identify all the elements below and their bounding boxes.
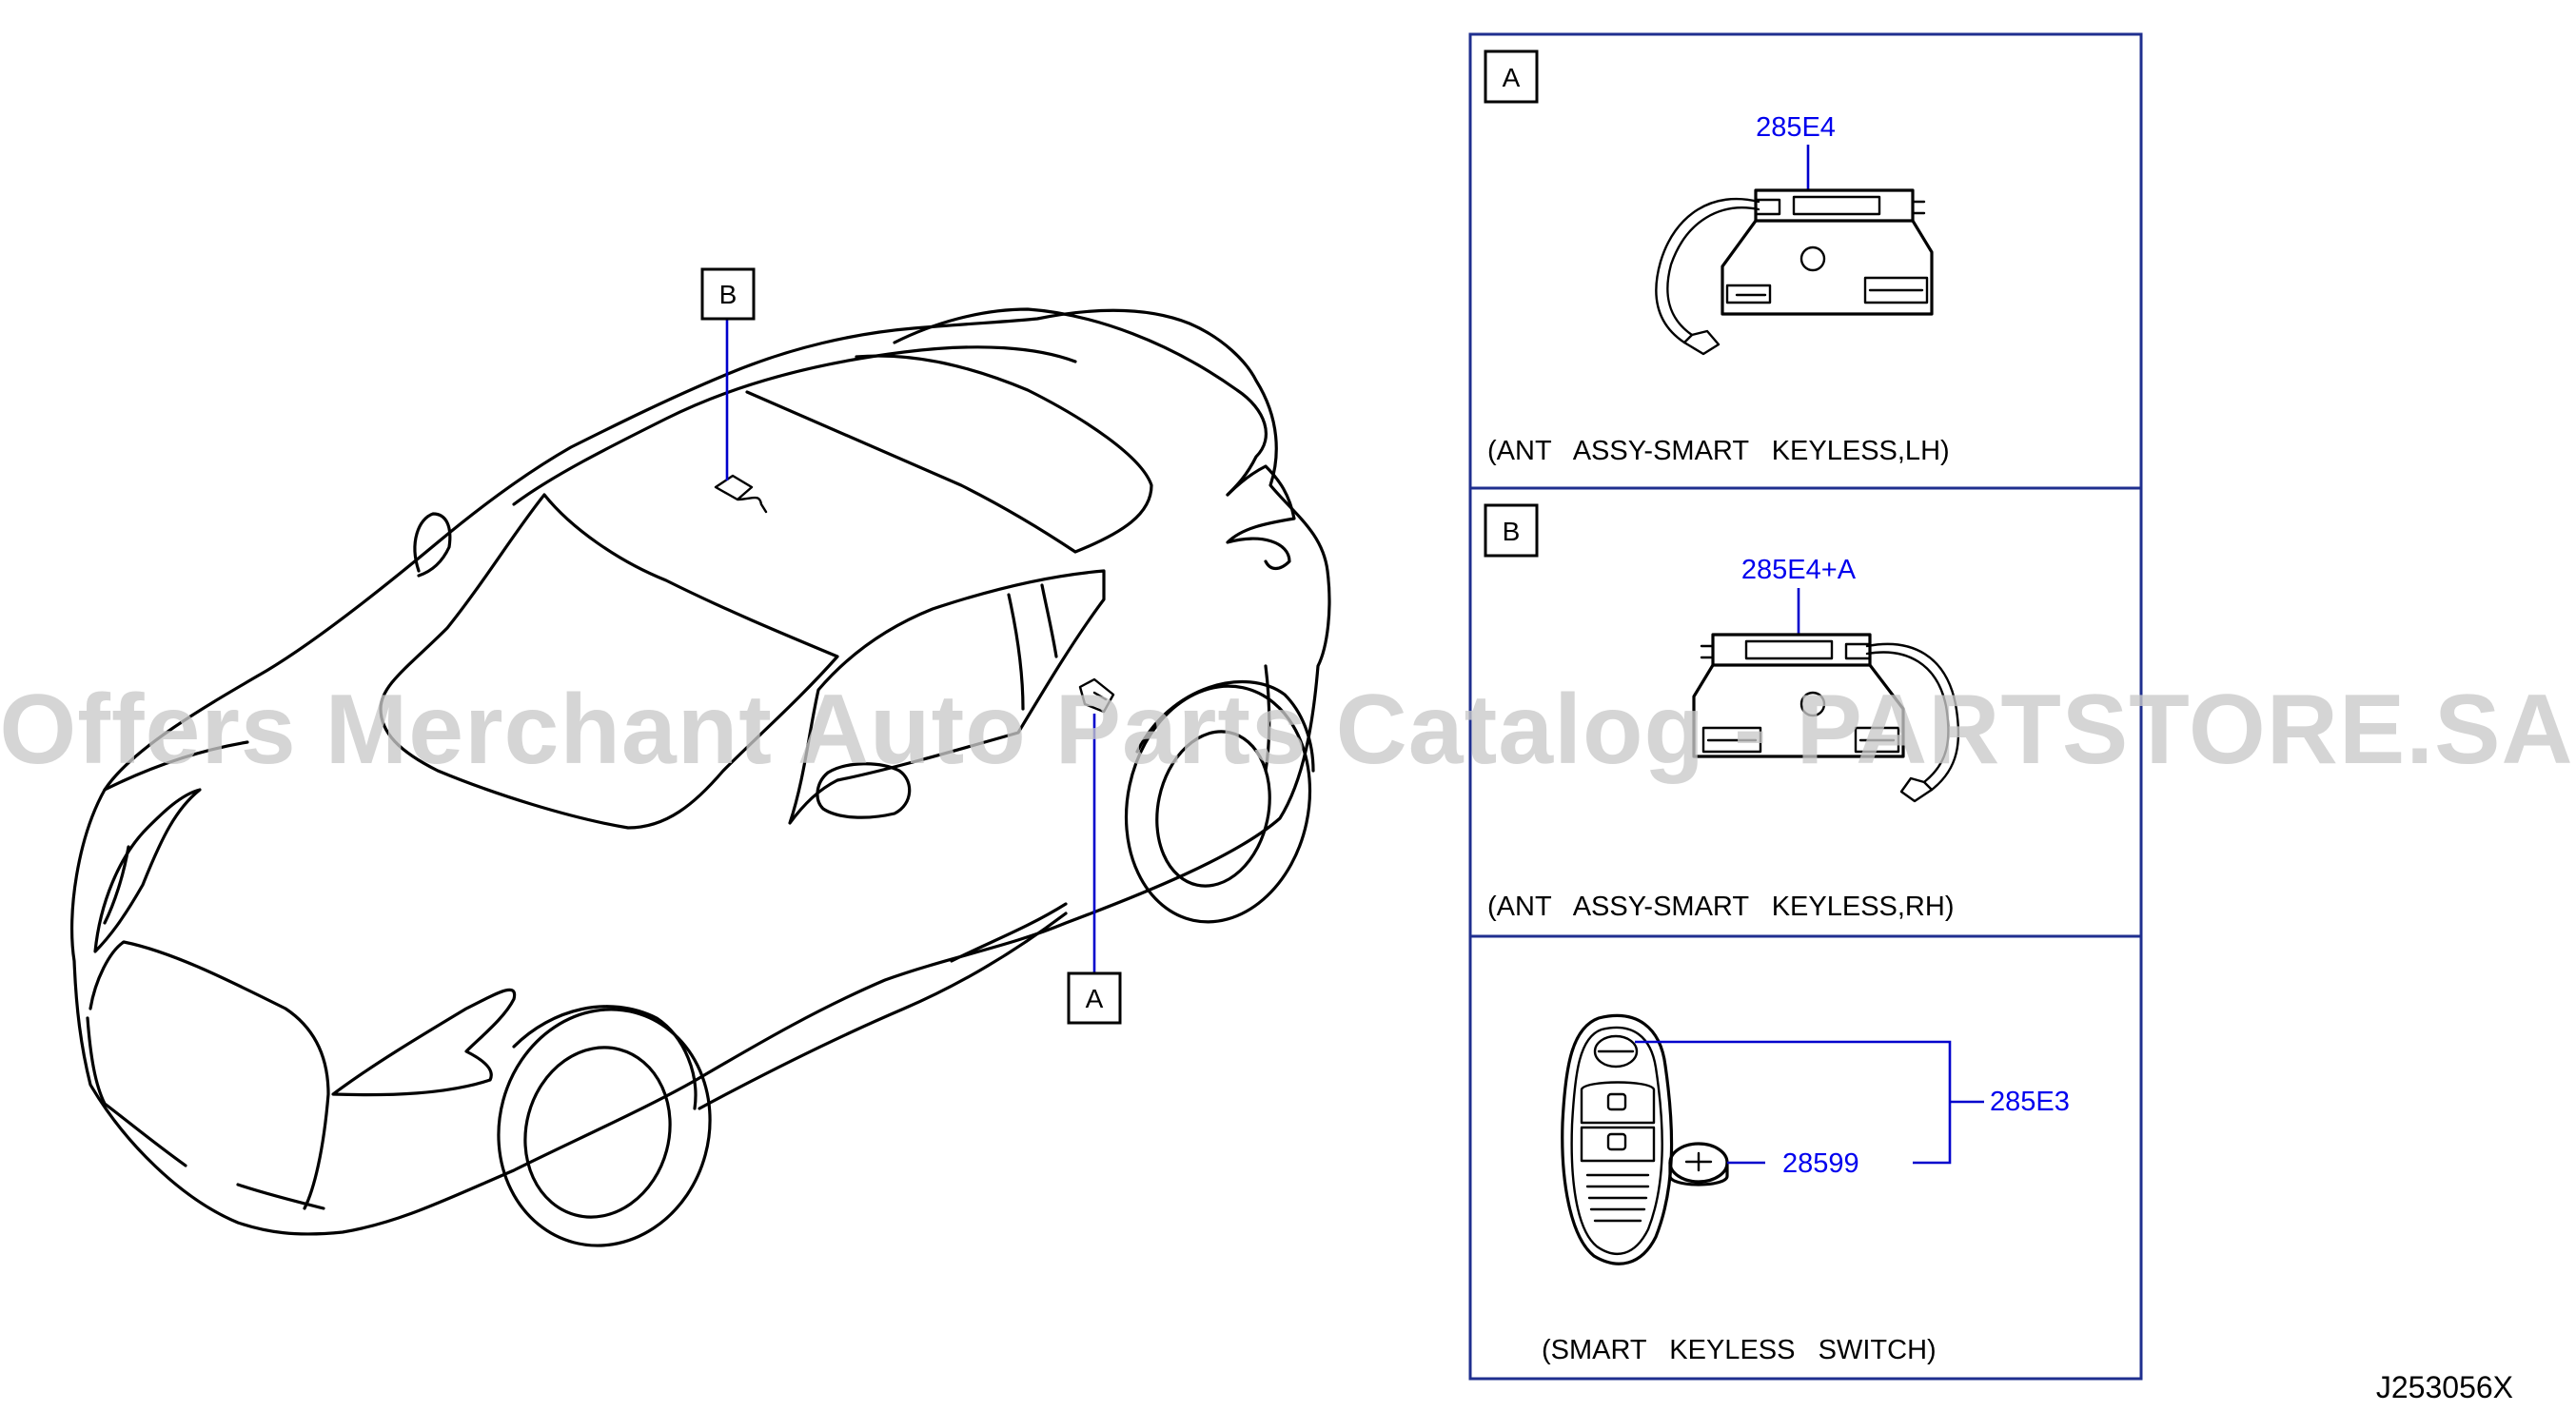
coin-battery-icon — [1668, 1142, 1729, 1186]
panel-b-caption: (ANT ASSY-SMART KEYLESS,RH) — [1487, 892, 1954, 922]
diagram-reference-code: J253056X — [2376, 1370, 2513, 1404]
panel-c-part-number-28599[interactable]: 28599 — [1782, 1148, 1859, 1179]
panel-c-caption: (SMART KEYLESS SWITCH) — [1542, 1335, 1937, 1365]
panel-b-letter: B — [1503, 517, 1521, 546]
panel-b: B 285E4+A (ANT ASSY-SMART KEYLESS,RH) — [1484, 503, 1960, 922]
panel-c: 285E3 28599 (SMART KEYLESS SWITCH) — [1542, 1013, 2070, 1365]
antenna-b-location-icon — [714, 474, 768, 514]
watermark-text: Offers Merchant Auto Parts Catalog - PAR… — [0, 675, 2574, 785]
car-illustration — [69, 307, 1331, 1247]
panel-c-part-number-285e3[interactable]: 285E3 — [1990, 1087, 2070, 1117]
smart-keyless-antenna-rh-icon — [1692, 633, 1960, 803]
antenna-a-location-icon — [1078, 677, 1115, 714]
panel-a-part-number[interactable]: 285E4 — [1756, 112, 1836, 143]
smart-key-fob-icon — [1561, 1013, 1674, 1265]
callout-a-box[interactable]: A — [1067, 971, 1122, 1025]
panel-a-caption: (ANT ASSY-SMART KEYLESS,LH) — [1487, 436, 1950, 466]
panels-frame — [1468, 32, 2143, 1381]
panel-a-letter: A — [1503, 63, 1521, 92]
callout-b-letter: B — [719, 280, 737, 309]
callout-a-letter: A — [1086, 984, 1104, 1013]
panel-a-letter-box — [1484, 49, 1539, 104]
callout-b-box[interactable]: B — [700, 267, 756, 321]
panel-b-letter-box — [1484, 503, 1539, 558]
panel-b-part-number[interactable]: 285E4+A — [1741, 555, 1857, 585]
detail-panels — [1468, 32, 2143, 1381]
panel-a: A 285E4 (ANT ASSY-SMART KEYLESS,LH) — [1484, 49, 1950, 466]
panel-c-leader-285e3 — [1635, 1040, 1984, 1165]
smart-keyless-antenna-lh-icon — [1655, 188, 1934, 356]
